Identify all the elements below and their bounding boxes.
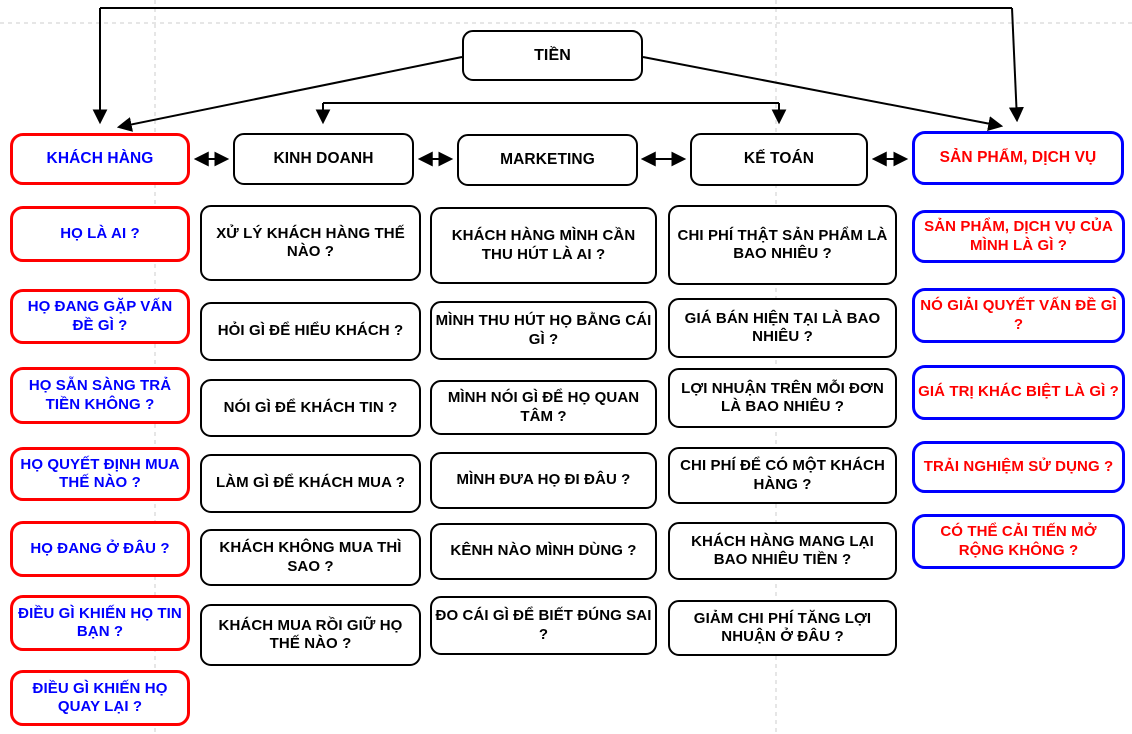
node-san-pham-item[interactable]: CÓ THỂ CẢI TIẾN MỞ RỘNG KHÔNG ? (912, 514, 1125, 569)
node-label: KÊNH NÀO MÌNH DÙNG ? (450, 542, 637, 560)
header-ke-toan[interactable]: KẾ TOÁN (690, 133, 868, 186)
node-label: NÓI GÌ ĐỂ KHÁCH TIN ? (223, 398, 398, 416)
node-label: GIÁ BÁN HIỆN TẠI LÀ BAO NHIÊU ? (684, 309, 881, 345)
node-ke-toan-item[interactable]: CHI PHÍ THẬT SẢN PHẨM LÀ BAO NHIÊU ? (668, 205, 897, 285)
node-kinh-doanh-item[interactable]: LÀM GÌ ĐỂ KHÁCH MUA ? (200, 454, 421, 513)
header-san-pham-dich-vu[interactable]: SẢN PHẨM, DỊCH VỤ (912, 131, 1124, 185)
node-label: GIÁ TRỊ KHÁC BIỆT LÀ GÌ ? (918, 383, 1119, 401)
node-san-pham-item[interactable]: GIÁ TRỊ KHÁC BIỆT LÀ GÌ ? (912, 365, 1125, 420)
node-label: LỢI NHUẬN TRÊN MỖI ĐƠN LÀ BAO NHIÊU ? (681, 379, 884, 415)
node-kinh-doanh-item[interactable]: NÓI GÌ ĐỂ KHÁCH TIN ? (200, 379, 421, 437)
node-tien-root[interactable]: TIỀN (462, 30, 643, 81)
node-label: MARKETING (500, 150, 595, 168)
node-label: TRẢI NGHIỆM SỬ DỤNG ? (923, 457, 1114, 475)
node-san-pham-item[interactable]: NÓ GIẢI QUYẾT VẤN ĐỀ GÌ ? (912, 288, 1125, 343)
node-label: CHI PHÍ ĐỂ CÓ MỘT KHÁCH HÀNG ? (680, 457, 885, 493)
node-label: KHÁCH MUA RỒI GIỮ HỌ THẾ NÀO ? (218, 616, 403, 652)
node-label: HỌ QUYẾT ĐỊNH MUA THẾ NÀO ? (20, 455, 180, 491)
node-ke-toan-item[interactable]: CHI PHÍ ĐỂ CÓ MỘT KHÁCH HÀNG ? (668, 447, 897, 504)
node-label: ĐIỀU GÌ KHIẾN HỌ QUAY LẠI ? (32, 679, 168, 715)
node-label: ĐO CÁI GÌ ĐỂ BIẾT ĐÚNG SAI ? (435, 607, 652, 643)
node-label: NÓ GIẢI QUYẾT VẤN ĐỀ GÌ ? (920, 297, 1117, 333)
node-marketing-item[interactable]: MÌNH NÓI GÌ ĐỂ HỌ QUAN TÂM ? (430, 380, 657, 435)
node-khach-hang-item[interactable]: HỌ ĐANG GẶP VẤN ĐỀ GÌ ? (10, 289, 190, 344)
node-label: HỌ LÀ AI ? (60, 224, 140, 242)
node-marketing-item[interactable]: KÊNH NÀO MÌNH DÙNG ? (430, 523, 657, 580)
node-label: KINH DOANH (273, 149, 374, 167)
node-kinh-doanh-item[interactable]: HỎI GÌ ĐỂ HIỂU KHÁCH ? (200, 302, 421, 361)
node-marketing-item[interactable]: MÌNH THU HÚT HỌ BẰNG CÁI GÌ ? (430, 301, 657, 360)
node-label: KHÁCH HÀNG (46, 149, 154, 167)
header-kinh-doanh[interactable]: KINH DOANH (233, 133, 414, 185)
node-label: HỌ ĐANG Ở ĐÂU ? (30, 539, 170, 557)
node-san-pham-item[interactable]: TRẢI NGHIỆM SỬ DỤNG ? (912, 441, 1125, 493)
node-label: SẢN PHẨM, DỊCH VỤ (939, 148, 1097, 166)
node-marketing-item[interactable]: ĐO CÁI GÌ ĐỂ BIẾT ĐÚNG SAI ? (430, 596, 657, 655)
node-label: HỌ SẴN SÀNG TRẢ TIỀN KHÔNG ? (28, 377, 172, 413)
node-khach-hang-item[interactable]: HỌ ĐANG Ở ĐÂU ? (10, 521, 190, 577)
node-label: HỎI GÌ ĐỂ HIỂU KHÁCH ? (217, 322, 404, 340)
node-label: MÌNH NÓI GÌ ĐỂ HỌ QUAN TÂM ? (447, 389, 640, 425)
node-label: ĐIỀU GÌ KHIẾN HỌ TIN BẠN ? (18, 604, 182, 640)
node-khach-hang-item[interactable]: HỌ SẴN SÀNG TRẢ TIỀN KHÔNG ? (10, 367, 190, 424)
node-label: KHÁCH HÀNG MÌNH CẦN THU HÚT LÀ AI ? (451, 227, 636, 263)
node-label: GIẢM CHI PHÍ TĂNG LỢI NHUẬN Ở ĐÂU ? (693, 609, 872, 645)
node-ke-toan-item[interactable]: GIẢM CHI PHÍ TĂNG LỢI NHUẬN Ở ĐÂU ? (668, 600, 897, 656)
node-khach-hang-item[interactable]: ĐIỀU GÌ KHIẾN HỌ TIN BẠN ? (10, 595, 190, 651)
node-kinh-doanh-item[interactable]: XỬ LÝ KHÁCH HÀNG THẾ NÀO ? (200, 205, 421, 281)
node-ke-toan-item[interactable]: GIÁ BÁN HIỆN TẠI LÀ BAO NHIÊU ? (668, 298, 897, 358)
header-khach-hang[interactable]: KHÁCH HÀNG (10, 133, 190, 185)
node-label: MÌNH ĐƯA HỌ ĐI ĐÂU ? (456, 471, 631, 489)
node-marketing-item[interactable]: MÌNH ĐƯA HỌ ĐI ĐÂU ? (430, 452, 657, 509)
arrow-tien-to-san-pham-diagonal (642, 56, 1004, 131)
node-marketing-item[interactable]: KHÁCH HÀNG MÌNH CẦN THU HÚT LÀ AI ? (430, 207, 657, 284)
arrow-tien-to-san-pham-drop (1008, 7, 1024, 123)
arrow-tien-to-khach-hang-diagonal (116, 56, 463, 132)
node-label: MÌNH THU HÚT HỌ BẰNG CÁI GÌ ? (435, 312, 652, 348)
node-label: SẢN PHẨM, DỊCH VỤ CỦA MÌNH LÀ GÌ ? (924, 218, 1113, 254)
node-label: KHÁCH HÀNG MANG LẠI BAO NHIÊU TIỀN ? (691, 532, 874, 568)
node-khach-hang-item[interactable]: HỌ QUYẾT ĐỊNH MUA THẾ NÀO ? (10, 447, 190, 501)
node-label: XỬ LÝ KHÁCH HÀNG THẾ NÀO ? (216, 224, 405, 260)
node-khach-hang-item[interactable]: ĐIỀU GÌ KHIẾN HỌ QUAY LẠI ? (10, 670, 190, 726)
node-ke-toan-item[interactable]: LỢI NHUẬN TRÊN MỖI ĐƠN LÀ BAO NHIÊU ? (668, 368, 897, 428)
node-label: LÀM GÌ ĐỂ KHÁCH MUA ? (215, 474, 406, 492)
node-kinh-doanh-item[interactable]: KHÁCH MUA RỒI GIỮ HỌ THẾ NÀO ? (200, 604, 421, 666)
node-label: TIỀN (534, 46, 571, 64)
node-label: KHÁCH KHÔNG MUA THÌ SAO ? (219, 539, 402, 575)
node-khach-hang-item[interactable]: HỌ LÀ AI ? (10, 206, 190, 262)
header-marketing[interactable]: MARKETING (457, 134, 638, 186)
node-kinh-doanh-item[interactable]: KHÁCH KHÔNG MUA THÌ SAO ? (200, 529, 421, 586)
node-ke-toan-item[interactable]: KHÁCH HÀNG MANG LẠI BAO NHIÊU TIỀN ? (668, 522, 897, 580)
node-label: CÓ THỂ CẢI TIẾN MỞ RỘNG KHÔNG ? (940, 523, 1097, 559)
node-label: HỌ ĐANG GẶP VẤN ĐỀ GÌ ? (27, 298, 173, 334)
node-label: KẾ TOÁN (743, 150, 815, 168)
node-label: CHI PHÍ THẬT SẢN PHẨM LÀ BAO NHIÊU ? (677, 226, 888, 262)
node-san-pham-item[interactable]: SẢN PHẨM, DỊCH VỤ CỦA MÌNH LÀ GÌ ? (912, 210, 1125, 263)
